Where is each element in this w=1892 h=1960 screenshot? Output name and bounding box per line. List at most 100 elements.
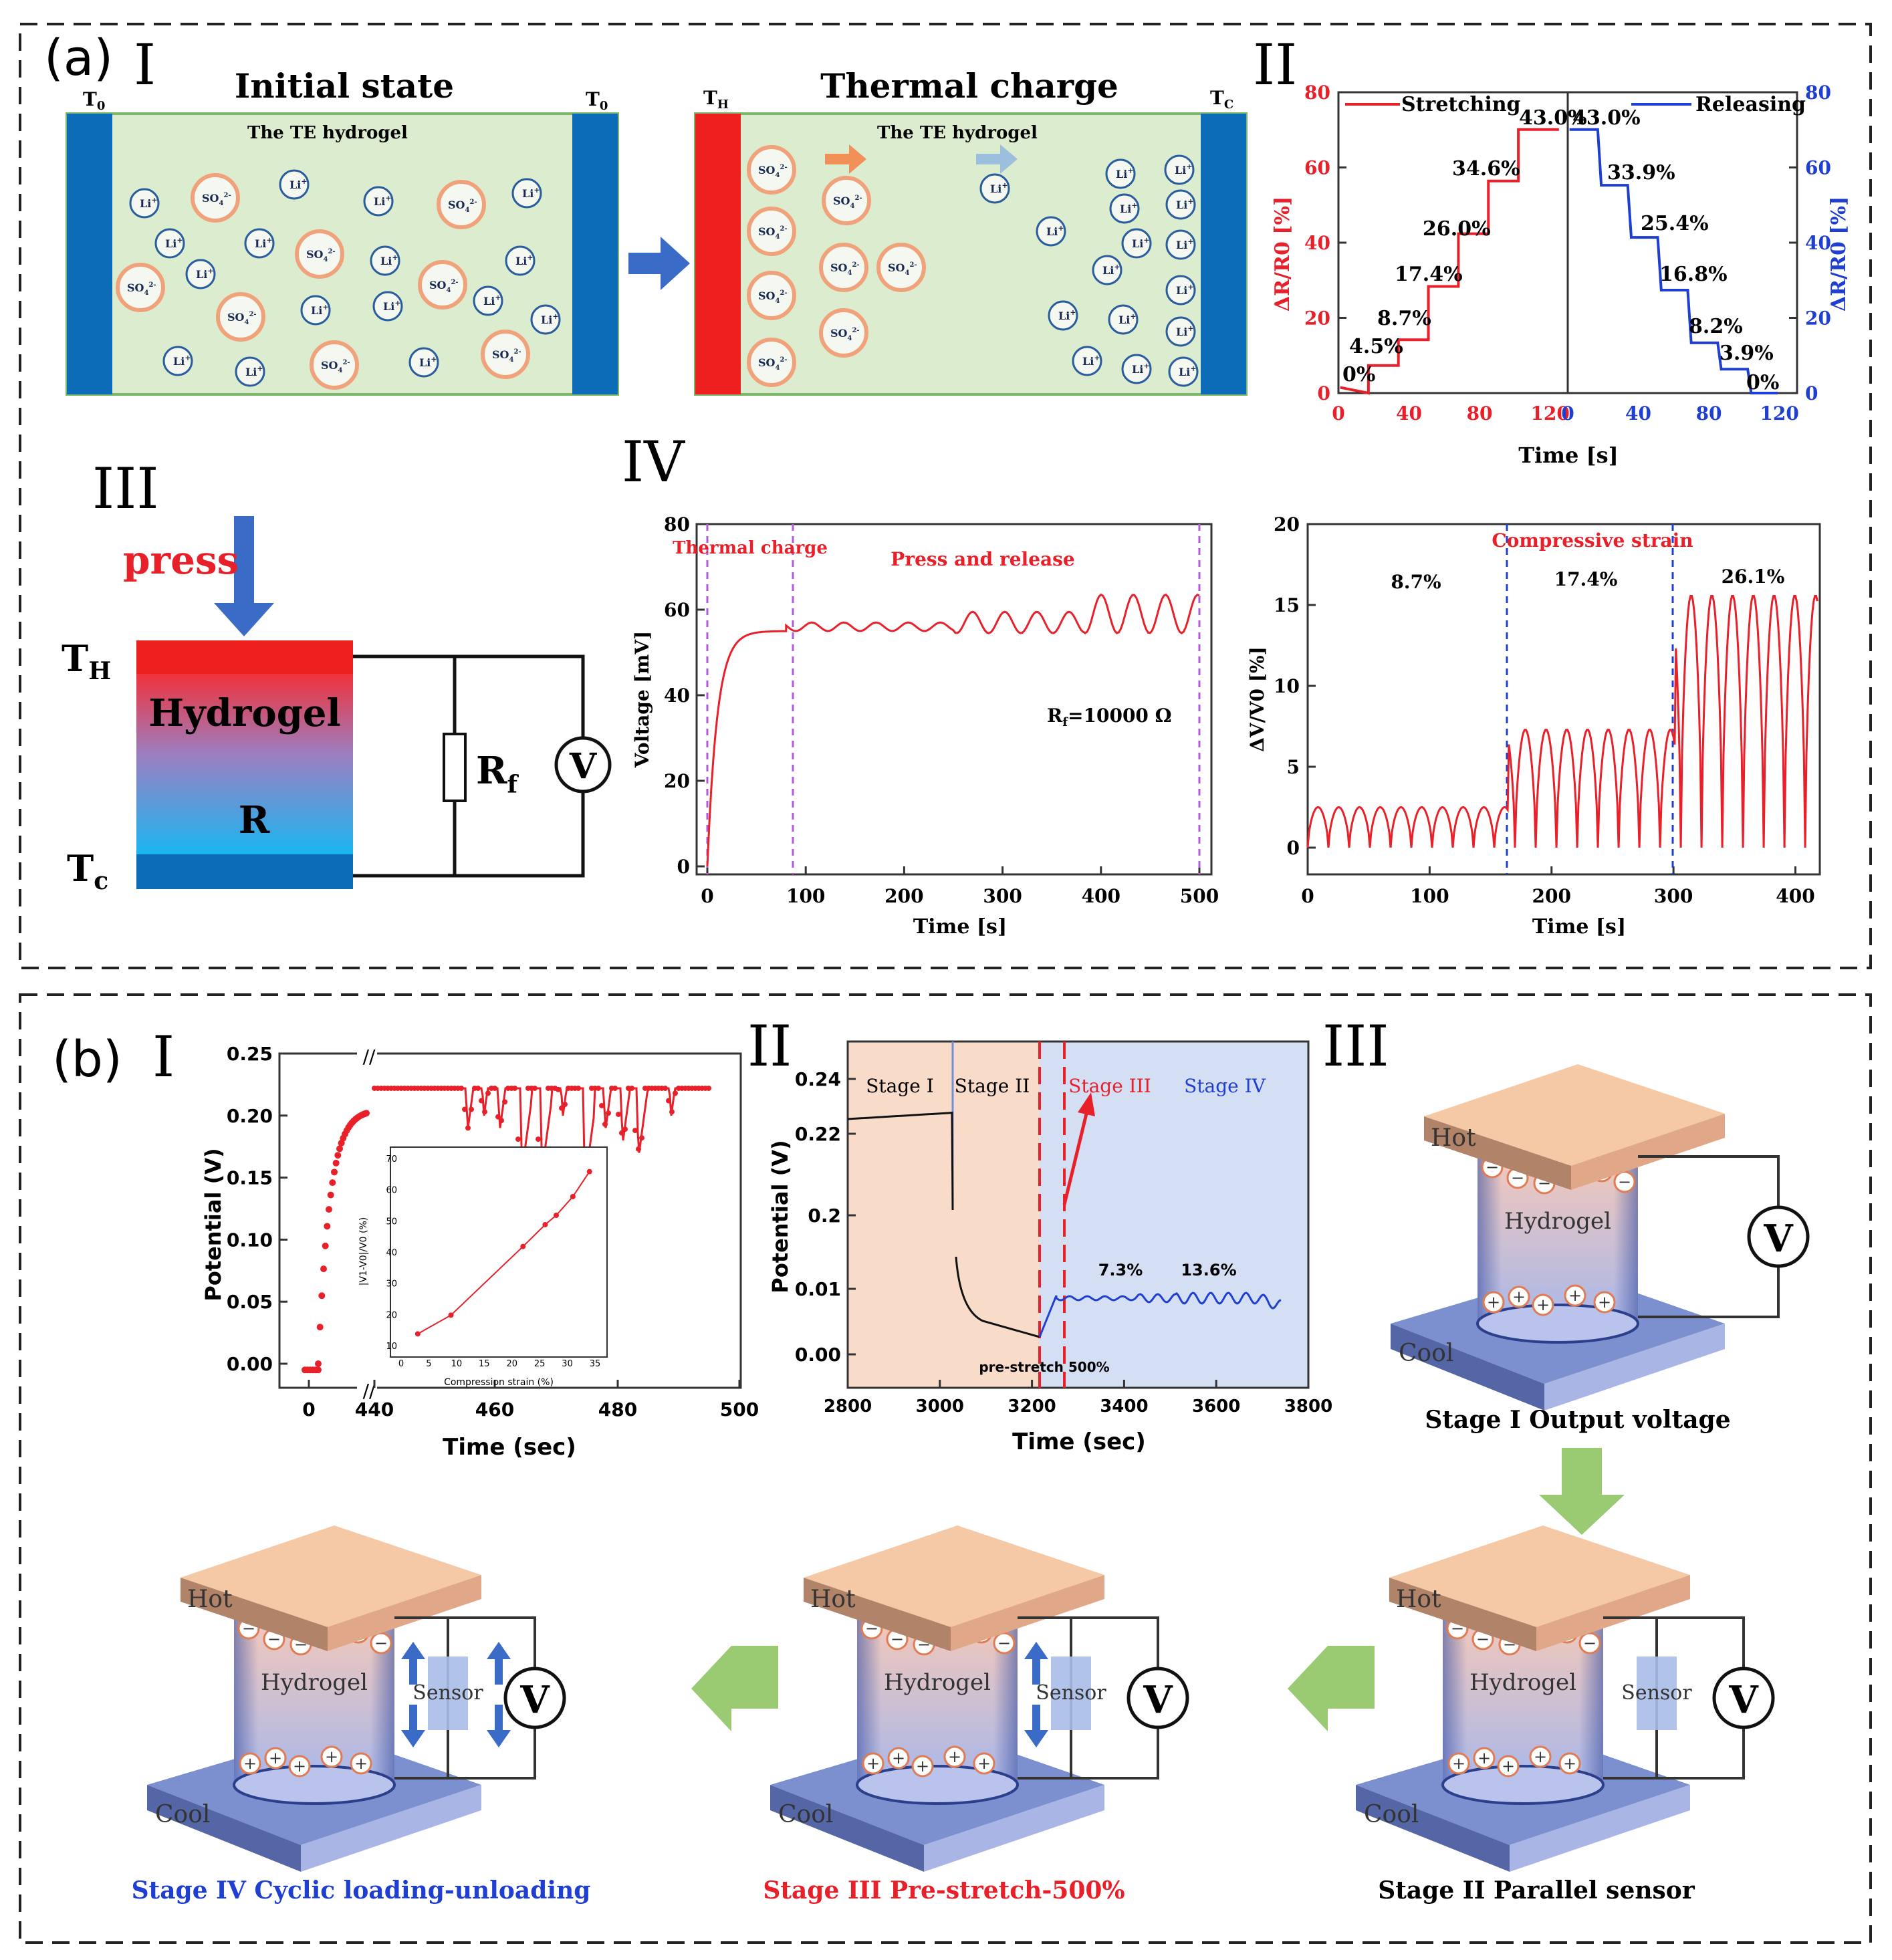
inset-xtick: 5 [426, 1359, 431, 1369]
data-point [334, 1152, 342, 1159]
inset-xlabel: Compression strain (%) [444, 1377, 554, 1388]
b2-ytick: 0.00 [795, 1344, 841, 1366]
svg-text:−: − [1618, 1173, 1631, 1191]
cool-label: Cool [155, 1801, 210, 1828]
hydrogel-device-label: Hydrogel [1469, 1669, 1576, 1696]
initial-state-diagram: Initial state T0 T0 The TE hydrogel Li+L… [66, 66, 619, 396]
a4-xtick: 100 [786, 885, 825, 907]
inset-point [570, 1194, 576, 1199]
inset-ytick: 30 [386, 1279, 397, 1290]
sensor-label: Sensor [412, 1681, 483, 1705]
inset-point [415, 1331, 421, 1337]
svg-text:SO42-: SO42- [758, 356, 788, 372]
li-ion: Li+ [235, 356, 265, 387]
svg-text:Li+: Li+ [1175, 162, 1193, 176]
b1-ytick: 0.00 [227, 1353, 273, 1375]
data-point [536, 1136, 541, 1142]
negative-charge: − [237, 1617, 260, 1640]
a4r-xtick: 400 [1776, 885, 1814, 907]
press-release-note: Press and release [891, 548, 1074, 570]
svg-text:Li+: Li+ [1082, 354, 1100, 368]
stretching-curve [1340, 128, 1559, 395]
svg-text:SO42-: SO42- [830, 261, 860, 277]
svg-text:Li+: Li+ [522, 186, 540, 200]
a2-ytick-right: 40 [1805, 232, 1831, 254]
inset-point [448, 1312, 454, 1318]
panel-b-III-roman: III [1322, 1013, 1389, 1079]
data-point [599, 1102, 604, 1108]
svg-text:+: + [1502, 1757, 1515, 1775]
a2-ytick-left: 20 [1304, 308, 1330, 330]
cold-plate [136, 854, 353, 889]
svg-text:+: + [977, 1754, 991, 1773]
a4-xtick: 400 [1082, 885, 1120, 907]
li-ion: Li+ [1121, 354, 1152, 384]
data-point [315, 1366, 322, 1374]
thermal-charge-title: Thermal charge [820, 66, 1118, 106]
b2-ytick: 0.24 [795, 1068, 841, 1090]
release-step-label: 3.9% [1720, 342, 1774, 365]
svg-text:Li+: Li+ [1176, 237, 1194, 251]
so4-ion: SO42- [310, 340, 359, 390]
stage-i-label: Stage I [866, 1075, 934, 1097]
data-point [318, 1292, 326, 1300]
release-step-label: 43.0% [1572, 106, 1641, 130]
inset-ytick: 60 [386, 1186, 397, 1196]
li-ion: Li+ [530, 304, 561, 335]
b2-xtick: 3400 [1100, 1396, 1148, 1417]
data-point [616, 1111, 621, 1117]
li-ion: Li+ [129, 188, 160, 219]
so4-drift-arrow [825, 144, 866, 174]
a2-xlabel: Time [s] [1518, 443, 1619, 468]
thermal-charge-note: Thermal charge [673, 538, 828, 558]
li-ion: Li+ [279, 169, 310, 200]
hot-plate [136, 640, 353, 674]
voltmeter-label: V [1143, 1678, 1173, 1722]
green-arrow-left-1 [1288, 1646, 1375, 1731]
svg-text:+: + [354, 1754, 368, 1773]
voltmeter [1712, 1667, 1775, 1729]
sensor-label: Sensor [1036, 1681, 1106, 1705]
b1-ytick: 0.10 [227, 1229, 273, 1251]
voltmeter-label: V [1728, 1678, 1759, 1722]
svg-text:Li+: Li+ [541, 312, 559, 326]
positive-charge: + [1473, 1747, 1496, 1769]
compressive-strain-title: Compressive strain [1492, 529, 1693, 552]
b1-xtick: 460 [475, 1398, 514, 1421]
b1-xtick: 480 [598, 1398, 637, 1421]
stretch-step-label: 34.6% [1452, 157, 1520, 180]
a4-ytick: 0 [677, 856, 690, 878]
svg-text:Li+: Li+ [289, 177, 308, 191]
svg-text:−: − [374, 1634, 388, 1652]
positive-charge: + [350, 1752, 372, 1775]
b2-xtick: 3800 [1284, 1396, 1332, 1417]
inset-xtick: 30 [562, 1359, 573, 1369]
data-point [316, 1324, 324, 1331]
inset-point [554, 1213, 559, 1218]
li-ion: Li+ [1165, 189, 1196, 220]
inset-xtick: 35 [590, 1359, 601, 1369]
b2-xtick: 2800 [824, 1396, 872, 1417]
inset-xtick: 25 [534, 1359, 546, 1369]
svg-text:+: + [892, 1749, 905, 1767]
positive-charge: + [887, 1747, 910, 1769]
data-point [322, 1242, 329, 1249]
panel-a-I-roman: I [134, 32, 156, 98]
b1-ytick: 0.20 [227, 1105, 273, 1127]
svg-text:Li+: Li+ [1120, 201, 1138, 215]
svg-text:Li+: Li+ [140, 196, 158, 210]
b1-xlabel: Time (sec) [443, 1434, 576, 1461]
svg-text:SO42-: SO42- [830, 327, 860, 342]
break-mark-bottom: // [363, 1380, 376, 1402]
negative-charge: − [1578, 1632, 1601, 1655]
stage-iv-label: Stage IV [1184, 1075, 1266, 1097]
data-point [632, 1128, 638, 1134]
b2-ytick: 0.01 [795, 1278, 841, 1300]
positive-charge: + [943, 1745, 966, 1768]
thermal-charge-diagram: Thermal charge TH TC The TE hydrogel SO4… [694, 66, 1248, 396]
data-point [327, 1191, 334, 1199]
